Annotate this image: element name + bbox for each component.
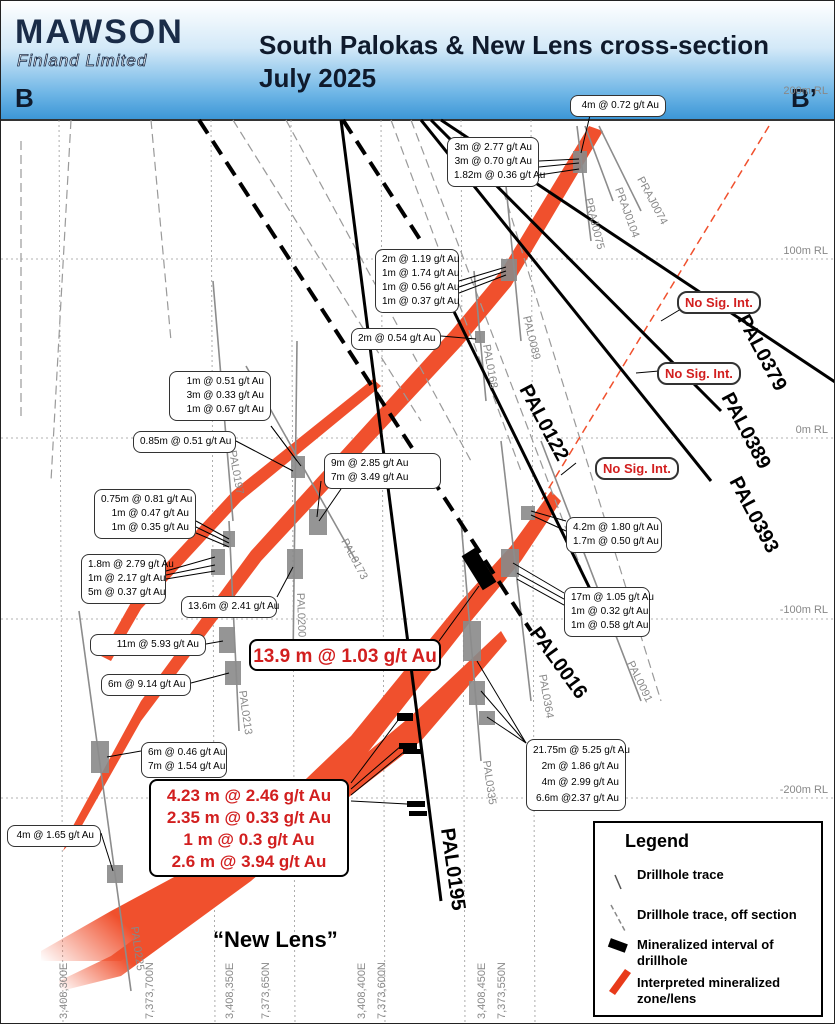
- elevation-minus-200: -200m RL: [779, 784, 828, 796]
- label-pal0200: PAL0200: [294, 593, 308, 638]
- legend-item-lens: Interpreted mineralized zone/lens: [637, 975, 781, 1006]
- legend-symbols: [607, 874, 631, 995]
- grid-horizontal: [1, 258, 834, 799]
- easting-1: 3,408,300E: [58, 963, 70, 1019]
- intercept-box-12: 13.6m @ 2.41 g/t Au: [181, 596, 279, 618]
- label-praj0104: PRAJ0104: [612, 186, 641, 240]
- no-sig-pal0393: No Sig. Int.: [595, 457, 679, 480]
- label-pal0335: PAL0335: [480, 760, 498, 806]
- intercept-box-1: 4m @ 0.72 g/t Au: [570, 95, 666, 117]
- grid-coordinate-labels: 3,408,300E 7,373,700N 3,408,350E 7,373,6…: [58, 962, 508, 1019]
- section-label-right: B’: [791, 83, 817, 113]
- legend-item-trace-off: Drillhole trace, off section: [637, 907, 797, 922]
- highlight-pal0195: 4.23 m @ 2.46 g/t Au 2.35 m @ 0.33 g/t A…: [149, 779, 349, 877]
- intercept-box-14: 6m @ 9.14 g/t Au: [101, 674, 191, 696]
- drillhole-trace-orange-projection: [540, 125, 770, 502]
- northing-4: 7,373,550N: [496, 962, 508, 1019]
- label-pal0089: PAL0089: [520, 315, 542, 361]
- legend-symbol-trace-off: [610, 904, 626, 932]
- label-pal0393: PAL0393: [725, 473, 783, 557]
- elevation-0: 0m RL: [795, 424, 828, 436]
- easting-3: 3,408,400E: [356, 963, 368, 1019]
- drillhole-trace-pal0016: [197, 118, 533, 633]
- intercept-box-4: 2m @ 0.54 g/t Au: [351, 328, 441, 350]
- intercept-box-13: 11m @ 5.93 g/t Au: [90, 634, 206, 656]
- easting-2: 3,408,350E: [224, 963, 236, 1019]
- northing-3: 7,373,600N: [376, 962, 388, 1019]
- section-label-left: B: [15, 83, 34, 113]
- elevation-200: 200m RL: [783, 85, 828, 97]
- easting-4: 3,408,450E: [476, 963, 488, 1019]
- no-sig-pal0389: No Sig. Int.: [657, 362, 741, 385]
- elevation-minus-100: -100m RL: [779, 604, 828, 616]
- legend-title: Legend: [625, 831, 690, 851]
- lens-upper-splay: [101, 379, 381, 661]
- title-line-2: July 2025: [259, 63, 377, 93]
- intercept-box-6: 0.85m @ 0.51 g/t Au: [133, 431, 236, 453]
- intercept-box-17: 4m @ 1.65 g/t Au: [7, 825, 101, 847]
- mineralized-lenses: [41, 126, 603, 991]
- no-sig-pal0379: No Sig. Int.: [677, 291, 761, 314]
- elevation-100: 100m RL: [783, 245, 828, 257]
- drillhole-traces-minor: [78, 125, 642, 992]
- title-line-1: South Palokas & New Lens cross-section: [259, 30, 770, 60]
- label-pal0364: PAL0364: [536, 673, 556, 719]
- legend-symbol-trace: [614, 874, 622, 890]
- legend-item-interval: Mineralized interval of drillhole: [637, 937, 774, 968]
- legend-item-trace: Drillhole trace: [637, 867, 724, 882]
- new-lens-label: “New Lens”: [213, 927, 338, 952]
- logo-mawson: MAWSON: [15, 13, 184, 51]
- label-pal0173: PAL0173: [338, 537, 369, 582]
- logo-subtitle: Finland Limited: [17, 51, 148, 71]
- label-praj0075: PRAJ0075: [582, 197, 606, 251]
- label-pal0389: PAL0389: [717, 389, 775, 473]
- legend-symbol-interval: [607, 938, 628, 953]
- label-pal0379: PAL0379: [733, 311, 791, 395]
- leader-lines: [100, 110, 692, 872]
- mineralized-interval-markers: [397, 547, 497, 816]
- lens-upper: [63, 126, 603, 851]
- header-band: MAWSON Finland Limited South Palokas & N…: [1, 1, 834, 119]
- legend-panel: Legend Drillhole trace Drillhole trace, …: [593, 821, 823, 1017]
- label-praj0074: PRAJ0074: [634, 175, 669, 227]
- figure-title: South Palokas & New Lens cross-section J…: [259, 29, 769, 95]
- highlight-pal0016: 13.9 m @ 1.03 g/t Au: [249, 639, 441, 671]
- northing-2: 7,373,650N: [260, 962, 272, 1019]
- legend-symbol-lens: [609, 969, 631, 995]
- northing-1: 7,373,700N: [144, 962, 156, 1019]
